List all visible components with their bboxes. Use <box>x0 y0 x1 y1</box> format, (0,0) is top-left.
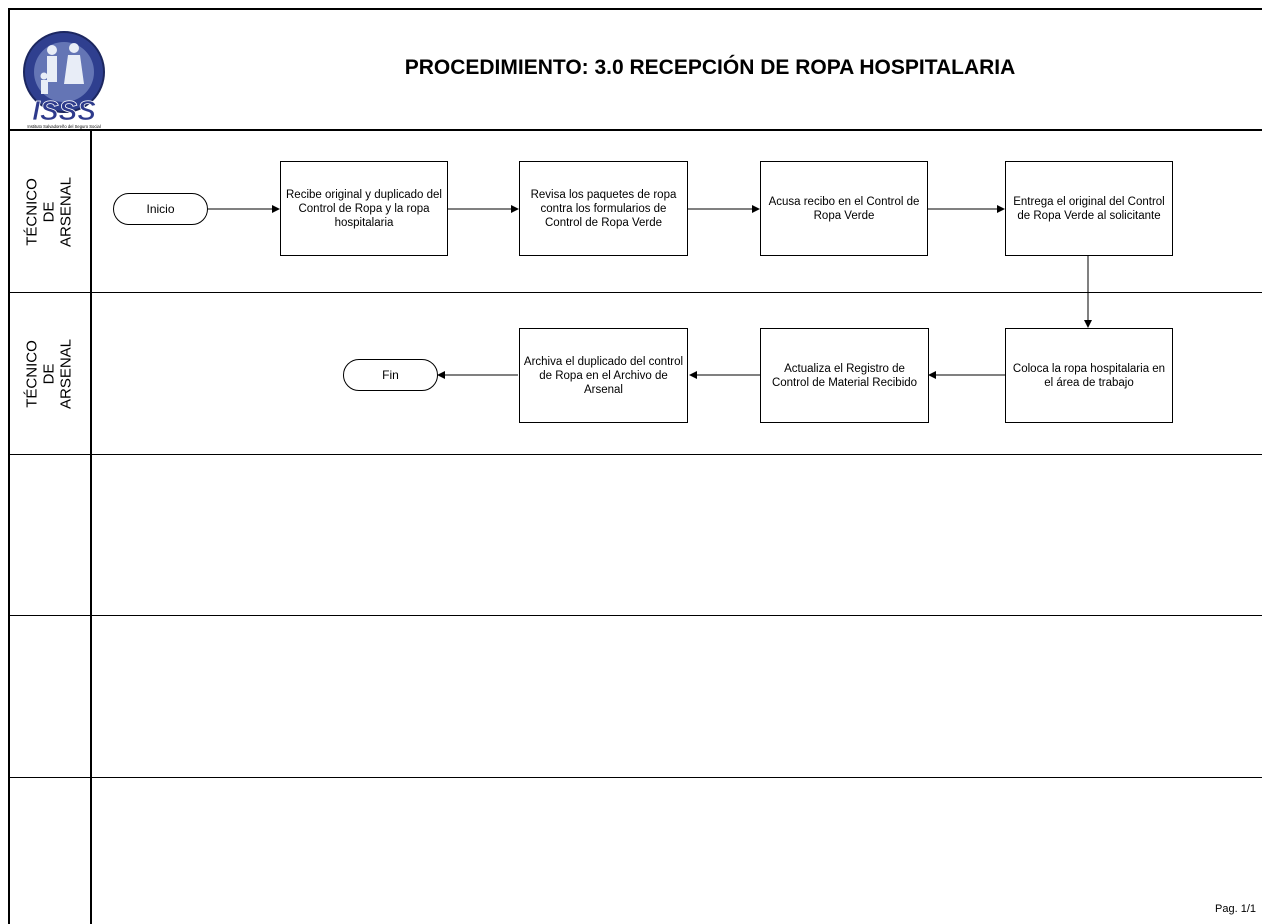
end-terminator: Fin <box>343 359 438 391</box>
isss-logo: ISSS Instituto Salvadoreño del Seguro So… <box>14 20 120 130</box>
lane-divider <box>8 454 1262 455</box>
step-acknowledge-receipt: Acusa recibo en el Control de Ropa Verde <box>760 161 928 256</box>
logo-subtitle: Instituto Salvadoreño del Seguro Social <box>27 124 100 129</box>
step-update-register: Actualiza el Registro de Control de Mate… <box>760 328 929 423</box>
page-title: PROCEDIMIENTO: 3.0 RECEPCIÓN DE ROPA HOS… <box>404 56 1016 79</box>
step-archive-duplicate: Archiva el duplicado del control de Ropa… <box>519 328 688 423</box>
lane-divider <box>8 777 1262 778</box>
lane-divider <box>8 292 1262 293</box>
lane-label-divider <box>90 130 92 924</box>
diagram-frame <box>8 8 1262 924</box>
page-number: Pag. 1/1 <box>1215 903 1256 915</box>
header-divider <box>8 129 1262 131</box>
logo-wordmark: ISSS <box>32 95 96 126</box>
lane-divider <box>8 615 1262 616</box>
step-review-packages: Revisa los paquetes de ropa contra los f… <box>519 161 688 256</box>
step-deliver-original: Entrega el original del Control de Ropa … <box>1005 161 1173 256</box>
step-place-clothing: Coloca la ropa hospitalaria en el área d… <box>1005 328 1173 423</box>
start-terminator: Inicio <box>113 193 208 225</box>
step-receive-original: Recibe original y duplicado del Control … <box>280 161 448 256</box>
